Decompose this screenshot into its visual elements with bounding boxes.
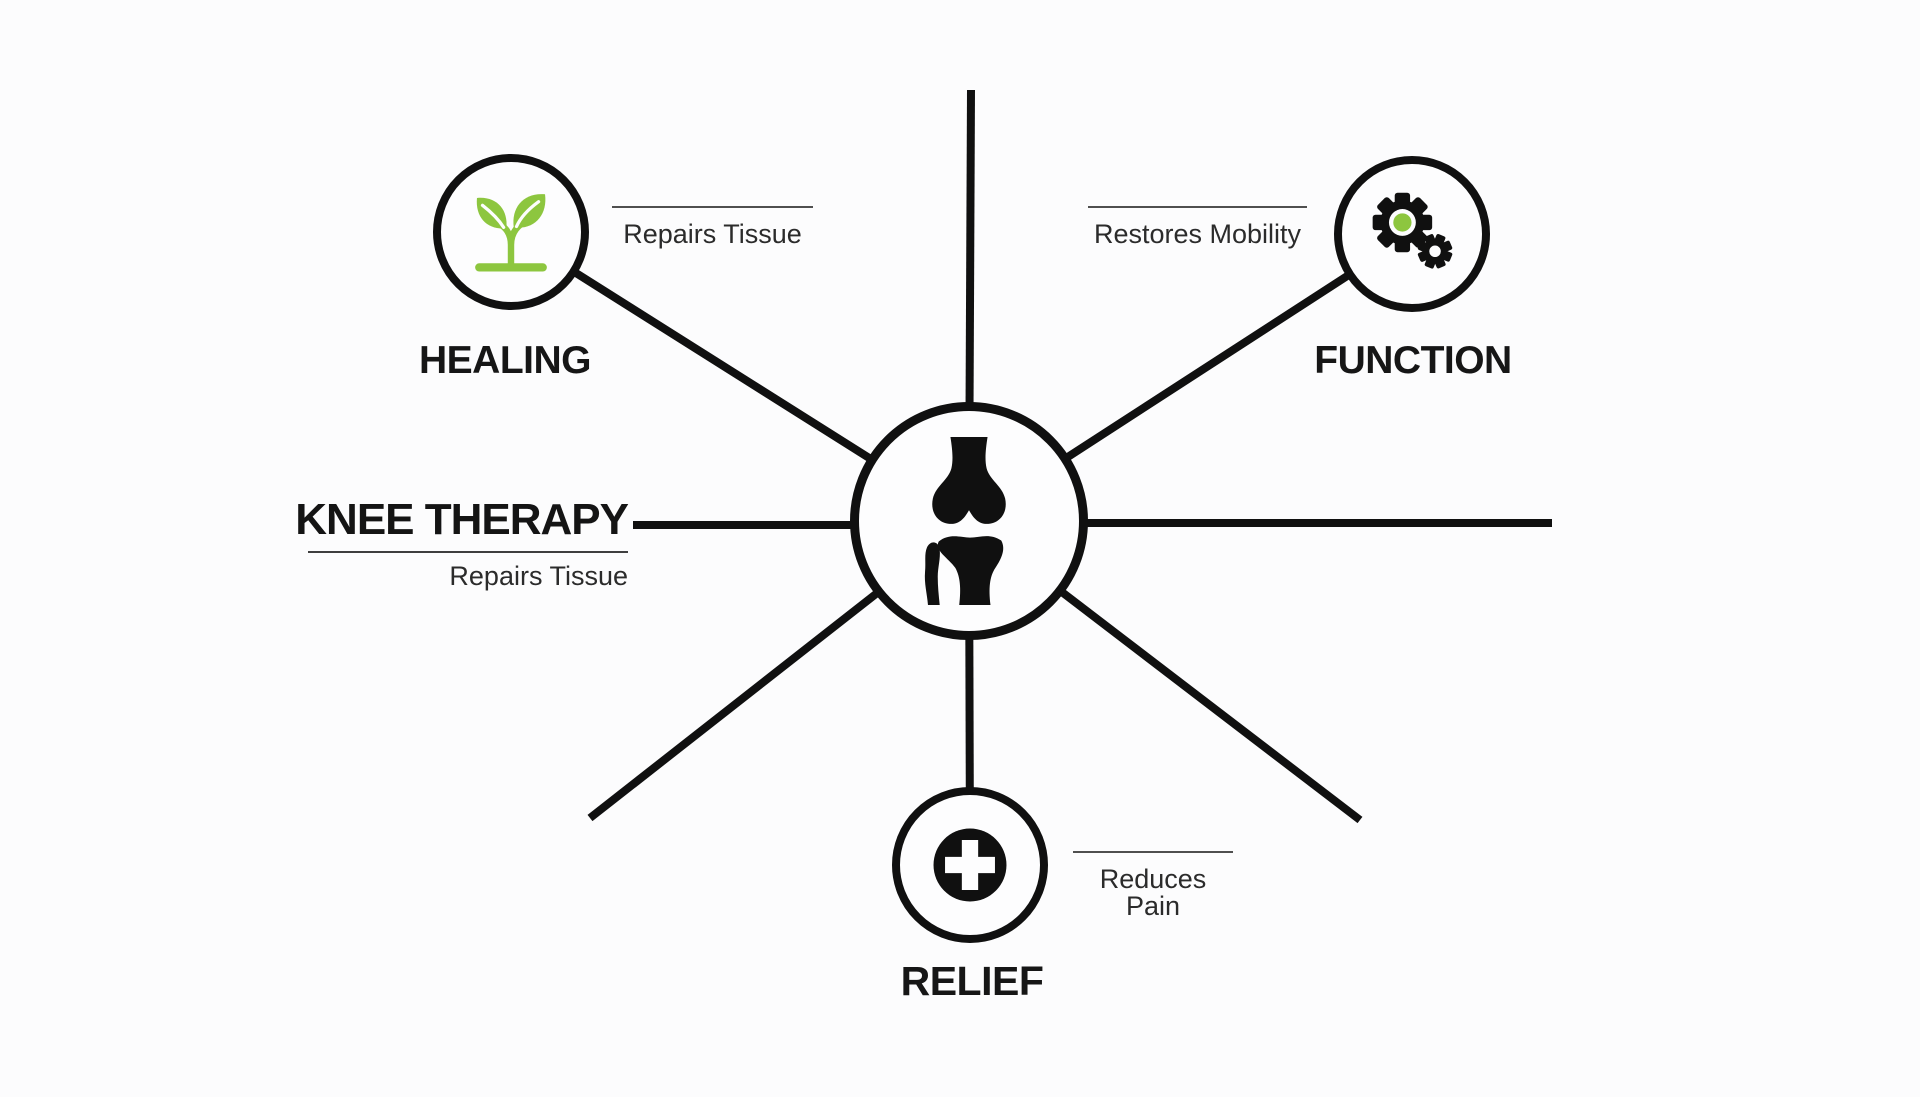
main-subtitle: Repairs Tissue <box>449 561 628 591</box>
healing-annotation-divider <box>612 206 813 208</box>
main-title-block: KNEE THERAPY Repairs Tissue <box>240 495 629 591</box>
relief-annotation-divider <box>1073 851 1233 853</box>
medical-cross-icon <box>933 828 1007 902</box>
center-hub-circle <box>850 402 1088 640</box>
main-title: KNEE THERAPY <box>295 495 629 544</box>
function-node-circle <box>1334 156 1490 312</box>
relief-annotation: Reduces Pain <box>1073 851 1233 920</box>
gears-icon <box>1372 192 1453 269</box>
main-title-underline <box>308 551 628 553</box>
sprout-icon <box>475 194 547 272</box>
relief-label: RELIEF <box>900 958 1044 1004</box>
function-annotation: Restores Mobility <box>1088 206 1307 248</box>
healing-annotation: Repairs Tissue <box>612 206 813 248</box>
knee-joint-icon <box>924 437 1006 605</box>
function-label: FUNCTION <box>1314 339 1512 382</box>
healing-annotation-text: Repairs Tissue <box>623 219 802 249</box>
function-annotation-text: Restores Mobility <box>1093 219 1302 249</box>
function-annotation-divider <box>1088 206 1307 208</box>
relief-node-circle <box>892 787 1048 943</box>
relief-annotation-text: Reduces Pain <box>1099 864 1207 921</box>
healing-node-circle <box>433 154 589 310</box>
healing-label: HEALING <box>419 339 592 382</box>
